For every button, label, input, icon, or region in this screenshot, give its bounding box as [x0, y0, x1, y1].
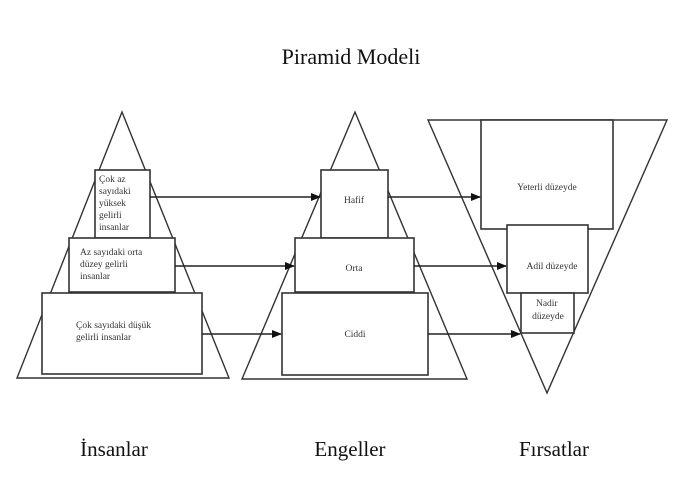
- opportunities-level-top-label: Yeterli düzeyde: [517, 183, 576, 193]
- opportunities-level-middle: [506, 224, 589, 294]
- column-label-barriers: Engeller: [314, 437, 385, 461]
- people-level-middle: [68, 237, 176, 293]
- barriers-pyramid: Hafif Orta Ciddi: [240, 110, 469, 380]
- opportunities-pyramid: Yeterli düzeyde Adil düzeyde Nadir düzey…: [426, 119, 669, 395]
- barriers-level-top: [320, 169, 389, 239]
- opportunities-level-middle-label: Adil düzeyde: [527, 262, 578, 272]
- column-label-people: İnsanlar: [80, 437, 148, 461]
- diagram-title: Piramid Modeli: [282, 44, 421, 69]
- barriers-level-middle-label: Orta: [346, 264, 364, 274]
- people-level-middle-label: Az sayıdaki orta düzey gelirli insanlar: [80, 248, 145, 282]
- barriers-level-middle: [294, 237, 415, 293]
- opportunities-level-bottom-label: Nadir düzeyde: [532, 299, 564, 322]
- people-level-bottom-label: Çok sayıdaki düşük gelirli insanlar: [76, 321, 153, 343]
- people-level-bottom: [41, 292, 203, 375]
- barriers-level-top-label: Hafif: [344, 195, 365, 206]
- barriers-level-bottom-label: Ciddi: [344, 330, 365, 340]
- connection-arrows: [150, 193, 521, 338]
- people-level-top-label: Çok az sayıdaki yüksek gelirli insanlar: [99, 175, 133, 233]
- column-label-opportunities: Fırsatlar: [519, 437, 589, 461]
- opportunities-level-bottom: [520, 292, 575, 334]
- opportunities-level-top: [480, 119, 614, 230]
- people-pyramid: Çok az sayıdaki yüksek gelirli insanlar …: [15, 110, 231, 379]
